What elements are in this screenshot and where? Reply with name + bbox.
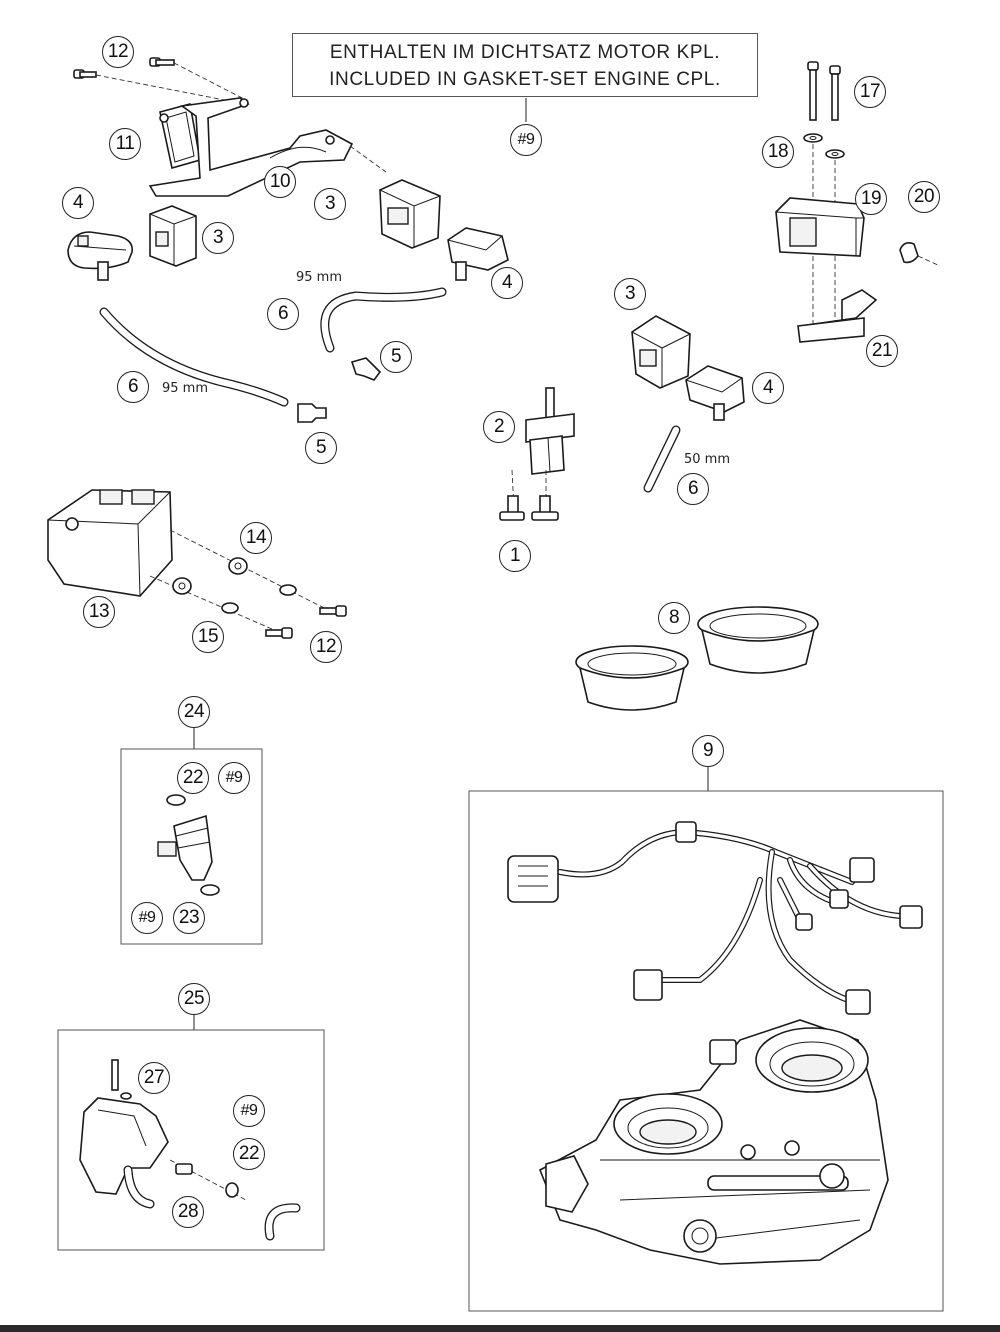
callout-25: 25 [178, 983, 210, 1015]
hose-6-left [99, 307, 289, 407]
callout-3-mid: 3 [314, 188, 346, 220]
callout-22-b: 22 [233, 1138, 265, 1170]
wiring-harness [507, 821, 923, 1015]
bolt-12-bottom-right [319, 605, 347, 617]
bracket-10 [148, 97, 354, 197]
callout-11: 11 [109, 128, 141, 160]
callout-24: 24 [178, 696, 210, 728]
pressure-sensor-4-mid [447, 227, 509, 281]
callout-2: 2 [483, 411, 515, 443]
bolt-12-top-left [73, 69, 97, 79]
washer-18-left [803, 133, 823, 143]
bolt-12-bottom-left [265, 627, 293, 639]
hose-6-right [643, 425, 681, 493]
callout-6-right: 6 [677, 473, 709, 505]
pressure-sensor-4-left [67, 231, 134, 281]
kit-frame-9 [468, 790, 944, 1312]
note-line-german: ENTHALTEN IM DICHTSATZ MOTOR KPL. [329, 42, 721, 63]
control-unit-13 [47, 489, 173, 597]
washer-18-right [825, 149, 845, 159]
gasket-set-note: ENTHALTEN IM DICHTSATZ MOTOR KPL. INCLUD… [292, 33, 758, 97]
callout-6-mid: 6 [267, 298, 299, 330]
callout-5-left: 5 [305, 432, 337, 464]
bushing-20 [899, 242, 919, 264]
o-ring-23 [200, 884, 220, 896]
fitting-5-mid [350, 357, 382, 381]
callout-27: 27 [138, 1062, 170, 1094]
bracket-3-left [149, 205, 197, 267]
screw-27 [111, 1059, 132, 1100]
callout-5-mid: 5 [380, 341, 412, 373]
callout-19: 19 [855, 183, 887, 215]
washer-15 [221, 602, 239, 614]
bracket-3-right [631, 315, 691, 389]
callout-17: 17 [854, 76, 886, 108]
callout-1: 1 [499, 540, 531, 572]
callout-15: 15 [192, 621, 224, 653]
callout-9-a: #9 [218, 762, 250, 794]
callout-3-right: 3 [614, 278, 646, 310]
control-unit-19 [775, 197, 865, 257]
measure-hose-left: 95 mm [162, 381, 209, 396]
bracket-3-mid [379, 179, 441, 249]
callout-8: 8 [658, 602, 690, 634]
throttle-body [538, 1019, 889, 1265]
callout-13: 13 [83, 596, 115, 628]
bolt-28 [175, 1163, 193, 1175]
callout-9-c: #9 [233, 1095, 265, 1127]
callout-9: 9 [692, 735, 724, 767]
callout-10: 10 [264, 166, 296, 198]
note-line-english: INCLUDED IN GASKET-SET ENGINE CPL. [329, 69, 721, 90]
screw-1-right [531, 495, 559, 521]
intake-rubber-8-left [575, 645, 689, 711]
measure-hose-mid: 95 mm [296, 270, 343, 285]
callout-12-bottom: 12 [310, 631, 342, 663]
kit-frame-24 [120, 748, 263, 945]
hose-6-mid [320, 287, 447, 353]
callout-21: 21 [866, 335, 898, 367]
hose-elbow [264, 1203, 301, 1241]
callout-6-left: 6 [117, 371, 149, 403]
bolt-17-right [829, 65, 841, 121]
callout-9-note: #9 [510, 124, 542, 156]
callout-9-b: #9 [131, 902, 163, 934]
grommet-14 [228, 557, 248, 575]
callout-4-mid: 4 [491, 267, 523, 299]
page-bottom-rule [0, 1325, 1000, 1332]
holder-21 [797, 289, 878, 343]
callout-14: 14 [240, 522, 272, 554]
o-ring-22-b [225, 1182, 239, 1198]
intake-rubber-8-right [697, 606, 819, 674]
injector [157, 814, 213, 881]
fitting-5-left [297, 403, 327, 423]
pressure-sensor-4-right [685, 365, 745, 421]
callout-4-left: 4 [62, 187, 94, 219]
screw-1-left [499, 495, 525, 521]
kit-frame-25 [57, 1029, 325, 1251]
grommet-15 [172, 577, 192, 595]
bolt-17-left [807, 61, 819, 121]
callout-12-top: 12 [102, 36, 134, 68]
o-ring-22-a [166, 794, 186, 806]
idle-valve [79, 1097, 169, 1209]
callout-20: 20 [908, 181, 940, 213]
callout-3-left: 3 [202, 222, 234, 254]
bolt-12-top-right [149, 57, 175, 67]
measure-hose-right: 50 mm [684, 452, 731, 467]
washer-14 [279, 584, 297, 596]
sensor-2 [525, 387, 575, 475]
callout-28: 28 [172, 1196, 204, 1228]
bracket-11 [159, 103, 201, 170]
callout-4-right: 4 [752, 372, 784, 404]
callout-22-a: 22 [177, 762, 209, 794]
callout-23: 23 [173, 902, 205, 934]
callout-18: 18 [762, 136, 794, 168]
